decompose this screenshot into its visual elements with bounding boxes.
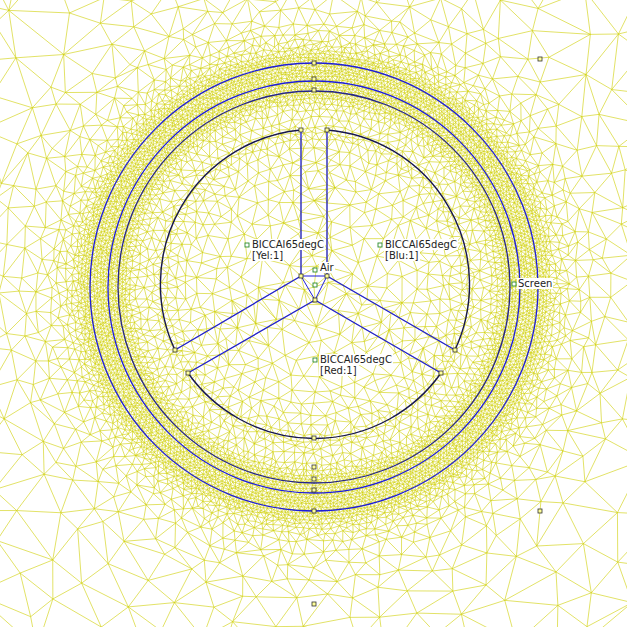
conductor-arc bbox=[327, 130, 470, 350]
geometry-point bbox=[312, 509, 316, 513]
geometry-point bbox=[312, 436, 316, 440]
geometry-point bbox=[538, 509, 542, 513]
geometry-point bbox=[173, 348, 177, 352]
geometry-point bbox=[312, 465, 316, 469]
node-points bbox=[173, 57, 542, 606]
block-label: [Blu:1] bbox=[384, 250, 420, 261]
screen-ring bbox=[90, 63, 538, 511]
block-marker bbox=[378, 243, 382, 247]
sector-edge bbox=[326, 130, 327, 276]
block-label: BICCAl65degC bbox=[384, 239, 458, 250]
block-marker bbox=[313, 268, 317, 272]
block-label: [Yel:1] bbox=[251, 250, 284, 261]
geometry-point bbox=[453, 348, 457, 352]
cable-geometry bbox=[90, 63, 538, 511]
block-label: Air bbox=[319, 262, 335, 273]
geometry-point bbox=[325, 274, 329, 278]
block-label: [Red:1] bbox=[319, 365, 358, 376]
geometry-point bbox=[312, 477, 316, 481]
geometry-point bbox=[299, 274, 303, 278]
conductor-arc bbox=[188, 373, 441, 438]
sector-edge bbox=[315, 300, 441, 373]
block-label: Screen bbox=[517, 278, 553, 289]
block-marker bbox=[512, 282, 516, 286]
block-marker bbox=[245, 243, 249, 247]
geometry-point bbox=[439, 371, 443, 375]
sector-edge bbox=[300, 130, 301, 276]
block-label: BICCAl65degC bbox=[251, 239, 325, 250]
sector-edge bbox=[175, 276, 301, 350]
screen-ring bbox=[118, 91, 510, 483]
geometry-point bbox=[325, 128, 329, 132]
sector-edge bbox=[327, 276, 455, 350]
block-label: BICCAl65degC bbox=[319, 354, 393, 365]
geometry-point bbox=[312, 602, 316, 606]
geometry-point bbox=[312, 88, 316, 92]
geometry-point bbox=[312, 488, 316, 492]
sector-edge bbox=[188, 300, 315, 373]
geometry-point bbox=[299, 128, 303, 132]
screen-ring bbox=[108, 81, 520, 493]
geometry-point bbox=[312, 77, 316, 81]
air-gap bbox=[301, 276, 327, 300]
geometry-point bbox=[313, 298, 317, 302]
block-marker bbox=[313, 358, 317, 362]
geometry-point bbox=[312, 61, 316, 65]
block-marker bbox=[313, 283, 317, 287]
geometry-point bbox=[538, 57, 542, 61]
geometry-point bbox=[186, 371, 190, 375]
